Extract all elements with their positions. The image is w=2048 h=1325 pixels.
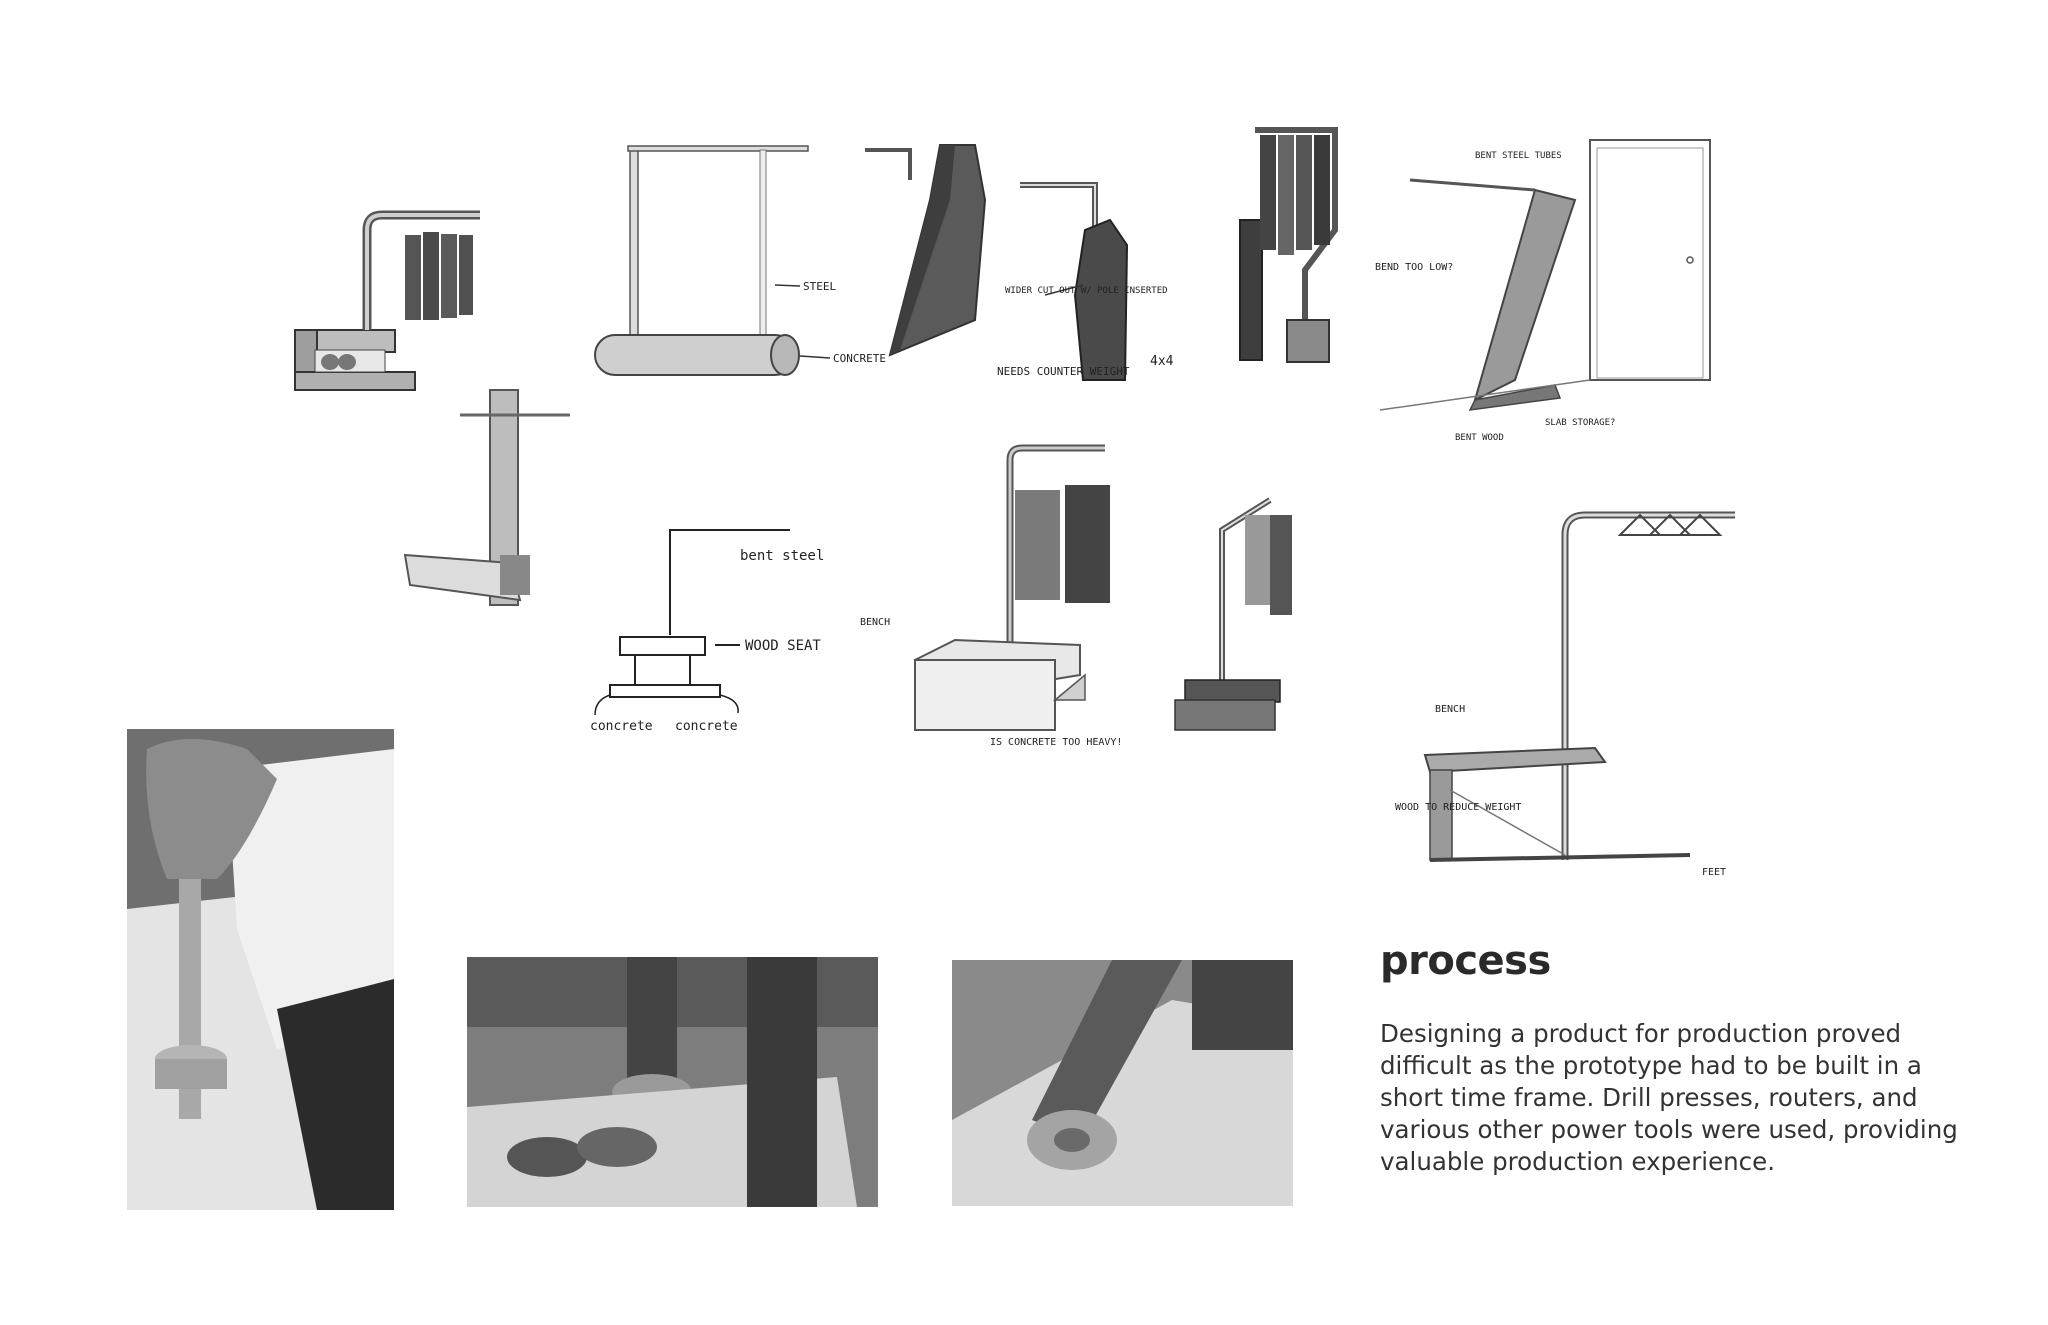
sketch-l-bracket xyxy=(403,389,570,606)
label-concrete: CONCRETE xyxy=(833,352,886,365)
label-wood-seat: WOOD SEAT xyxy=(745,638,821,654)
label-wood-to-reduce-weight: WOOD TO REDUCE WEIGHT xyxy=(1395,802,1521,813)
sketch-concrete-roll-frame: STEEL CONCRETE xyxy=(594,145,886,376)
sketch-rack-bend: BEND TOO LOW? xyxy=(1239,127,1453,363)
label-bench-2: BENCH xyxy=(1435,704,1465,715)
sketch-tall-rack-bench: BENCH WOOD TO REDUCE WEIGHT FEET xyxy=(1395,511,1735,878)
label-bench-1: BENCH xyxy=(860,617,890,628)
sketch-post-counterweight: WIDER CUT OUT W/ POLE INSERTED NEEDS COU… xyxy=(997,182,1174,381)
label-four-by-four: 4x4 xyxy=(1150,354,1174,369)
label-slab-storage: SLAB STORAGE? xyxy=(1545,418,1615,428)
photo-drill-press xyxy=(467,957,878,1207)
label-steel: STEEL xyxy=(803,280,836,293)
sketch-bench-rack: BENCH IS CONCRETE TOO HEAVY! xyxy=(860,444,1122,748)
sketch-stacked-base-rack xyxy=(1174,497,1292,731)
sketch-slanted-panel xyxy=(865,144,987,357)
label-concrete-left: concrete xyxy=(590,719,653,734)
label-bent-steel: bent steel xyxy=(740,548,824,564)
label-needs-counter-weight: NEEDS COUNTER WEIGHT xyxy=(997,365,1130,378)
label-bent-wood: BENT WOOD xyxy=(1455,433,1504,443)
photo-pole-insert xyxy=(952,960,1293,1206)
sketch-wall-rack xyxy=(294,210,480,391)
label-wider-cut-out: WIDER CUT OUT W/ POLE INSERTED xyxy=(1005,286,1168,296)
section-body: Designing a product for production prove… xyxy=(1380,1019,1958,1176)
sketch-door-board: BENT STEEL TUBES BENT WOOD SLAB STORAGE? xyxy=(1379,139,1711,443)
section-heading: process xyxy=(1380,938,1551,984)
photo-pole-assembly xyxy=(127,729,394,1210)
label-feet: FEET xyxy=(1702,867,1726,878)
label-bend-too-low: BEND TOO LOW? xyxy=(1375,262,1453,273)
label-bent-steel-tubes: BENT STEEL TUBES xyxy=(1475,151,1562,161)
label-is-concrete-too-heavy: IS CONCRETE TOO HEAVY! xyxy=(990,737,1122,748)
label-concrete-right: concrete xyxy=(675,719,738,734)
sketch-wood-seat-concrete: bent steel WOOD SEAT concrete concrete xyxy=(590,529,824,734)
